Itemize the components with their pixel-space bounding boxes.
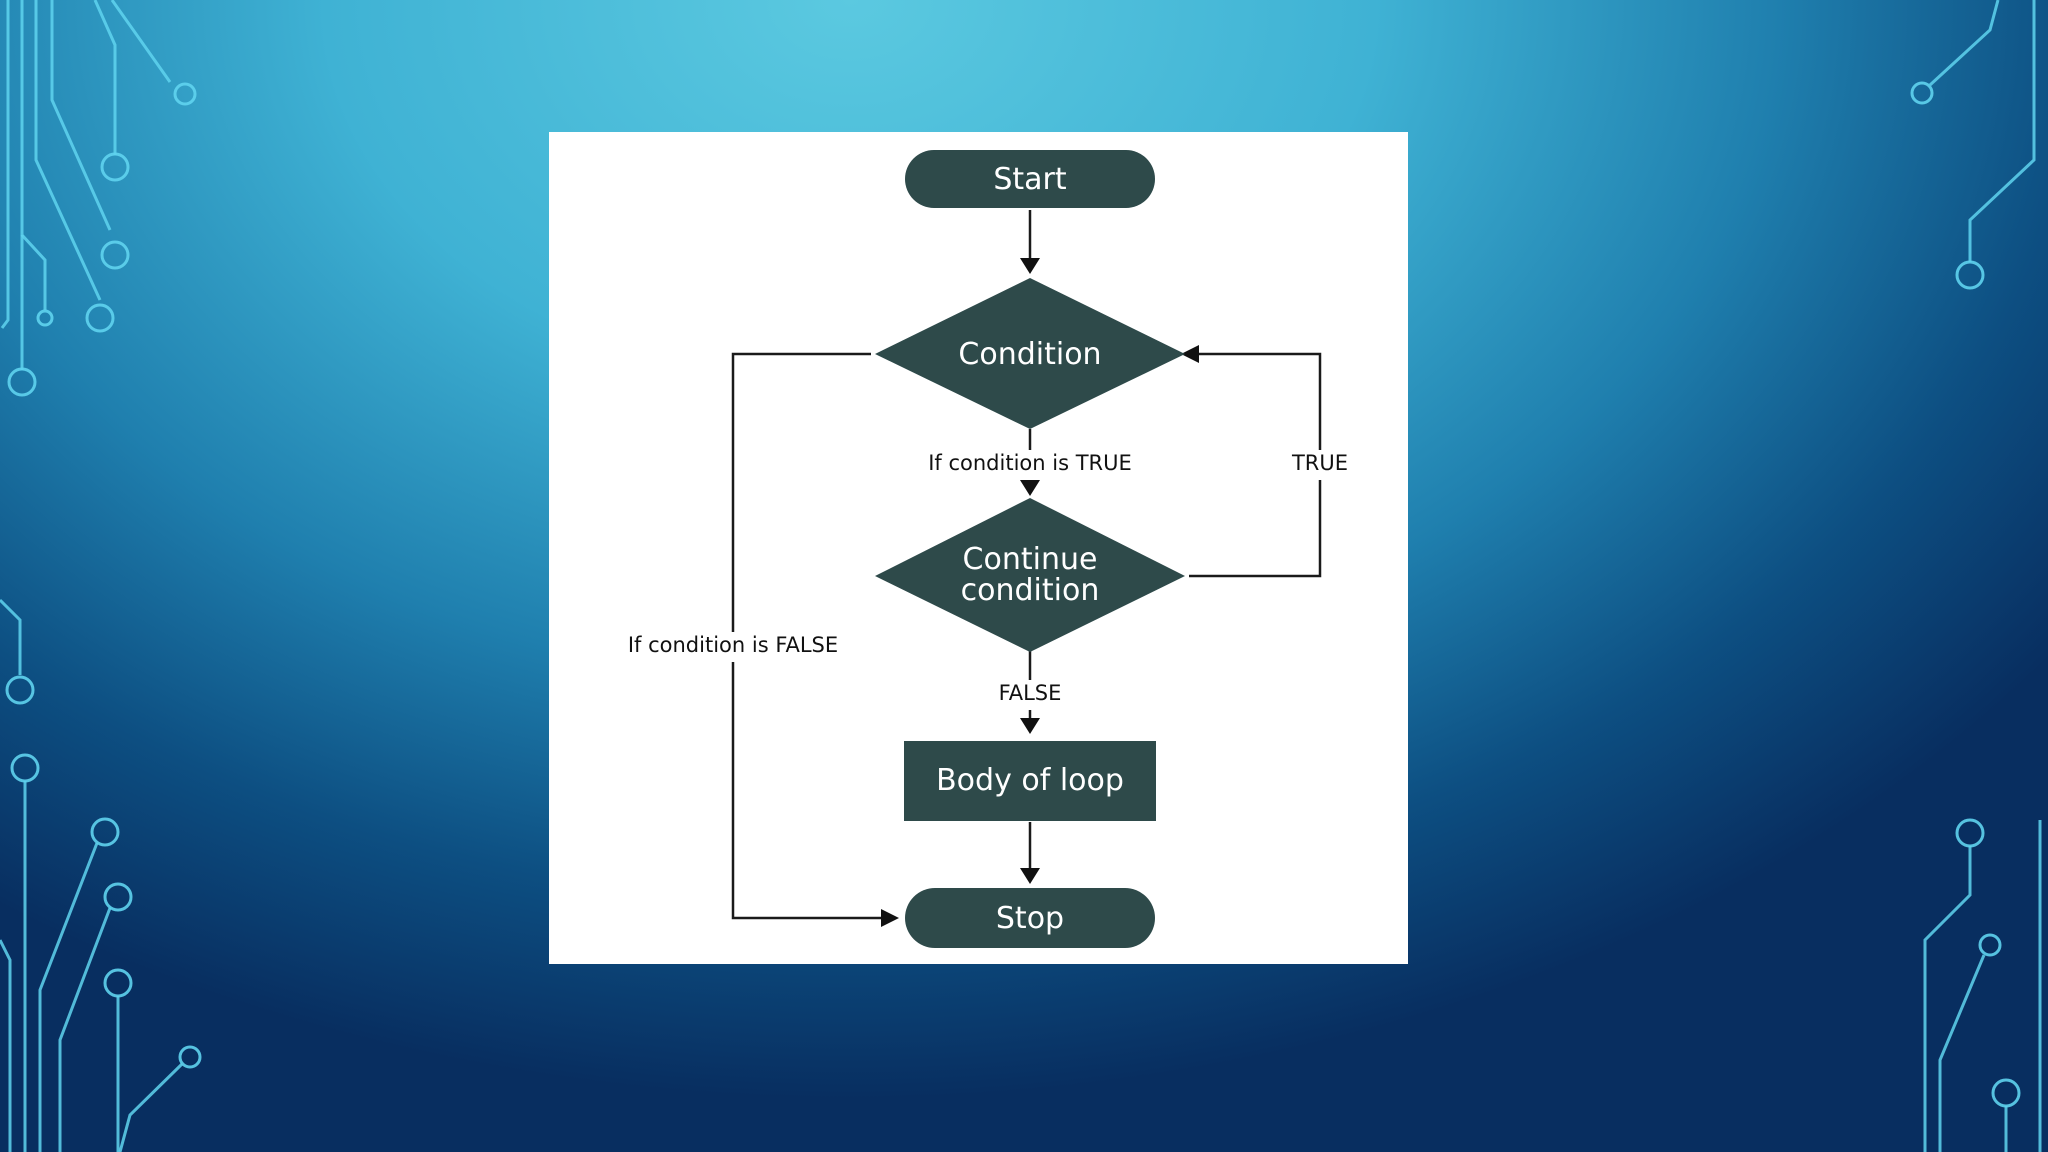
node-start: Start [905, 150, 1155, 208]
stop-label: Stop [996, 901, 1064, 936]
loop-flowchart: Start Condition Continue condition Body … [599, 150, 1359, 948]
node-stop: Stop [905, 888, 1155, 948]
circuit-traces-mid-left [0, 598, 35, 705]
label-backdrop [987, 680, 1075, 710]
arrowhead-icon [1181, 345, 1199, 363]
continue-label-line2: condition [961, 573, 1100, 608]
arrowhead-icon [1020, 718, 1040, 734]
arrowhead-icon [1020, 480, 1040, 496]
node-condition: Condition [875, 278, 1185, 429]
edge-label-continue-true: TRUE [1291, 451, 1348, 475]
edge-label-condition-true: If condition is TRUE [928, 451, 1132, 475]
condition-decision-shape [875, 278, 1185, 429]
body-label: Body of loop [936, 763, 1124, 798]
condition-label: Condition [958, 337, 1101, 372]
circuit-traces-bottom-right [1923, 818, 2042, 1152]
start-label: Start [993, 162, 1067, 197]
continue-decision-shape [875, 498, 1185, 652]
body-process-shape [904, 741, 1156, 821]
stop-terminal-shape [905, 888, 1155, 948]
circuit-traces-top-left [0, 0, 197, 397]
continue-label-line1: Continue [963, 542, 1098, 577]
node-body: Body of loop [904, 741, 1156, 821]
node-continue-condition: Continue condition [875, 498, 1185, 652]
edge-label-condition-false: If condition is FALSE [628, 633, 838, 657]
circuit-traces-top-right [1910, 0, 2036, 290]
start-terminal-shape [905, 150, 1155, 208]
arrowhead-icon [1020, 258, 1040, 274]
label-backdrop [599, 632, 867, 662]
arrowhead-icon [1020, 868, 1040, 884]
flowchart-panel: Start Condition Continue condition Body … [549, 132, 1408, 964]
label-backdrop [1283, 450, 1359, 480]
circuit-traces-bottom-left [0, 753, 202, 1152]
arrowhead-icon [881, 909, 899, 927]
edge-label-continue-false: FALSE [999, 681, 1062, 705]
label-backdrop [879, 450, 1179, 480]
